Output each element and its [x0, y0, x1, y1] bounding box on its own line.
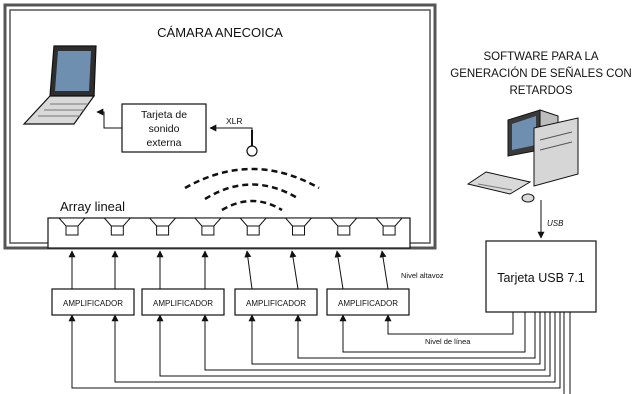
mic-to-soundcard-arrow — [209, 124, 253, 132]
speaker-group — [57, 217, 404, 236]
software-line-2: GENERACIÓN DE SEÑALES CON — [450, 67, 631, 80]
usb-label: USB — [547, 219, 564, 228]
amplifier-1-label: AMPLIFICADOR — [63, 299, 123, 308]
amplifier-4-label: AMPLIFICADOR — [338, 299, 398, 308]
amplifier-1: AMPLIFICADOR — [51, 288, 135, 316]
usb-card-label: Tarjeta USB 7.1 — [497, 271, 585, 285]
speaker-icon — [103, 217, 132, 236]
amplifier-4: AMPLIFICADOR — [326, 288, 410, 316]
amplifier-2-label: AMPLIFICADOR — [153, 299, 213, 308]
line-level-label: Nivel de línea — [425, 337, 471, 346]
software-line-1: SOFTWARE PARA LA — [483, 51, 598, 63]
amplifier-3-label: AMPLIFICADOR — [246, 299, 306, 308]
desktop-computer-icon — [466, 109, 579, 203]
usb-card-box — [485, 240, 597, 313]
software-line-3: RETARDOS — [509, 85, 572, 97]
chamber-title: CÁMARA ANECOICA — [157, 25, 283, 40]
speaker-icon — [148, 217, 177, 236]
amplifier-3: AMPLIFICADOR — [234, 288, 318, 316]
speaker-icon — [239, 217, 268, 236]
speaker-icon — [57, 217, 87, 236]
speaker-level-arrows — [68, 250, 389, 290]
sound-card-line-3: externa — [146, 137, 181, 149]
speaker-icon — [374, 217, 404, 236]
line-level-wires — [68, 312, 571, 394]
soundcard-to-laptop-arrow — [96, 108, 122, 129]
speaker-array-box — [47, 217, 411, 249]
array-label: Array lineal — [60, 199, 125, 214]
speaker-icon — [284, 217, 313, 236]
sound-card-line-1: Tarjeta de — [141, 109, 187, 121]
sound-waves-icon — [184, 167, 320, 212]
microphone-icon — [246, 130, 258, 157]
xlr-label: XLR — [226, 116, 243, 126]
amplifier-2: AMPLIFICADOR — [141, 288, 225, 316]
speaker-icon — [193, 217, 223, 236]
speaker-icon — [329, 217, 358, 236]
laptop-icon — [22, 45, 97, 125]
sound-card-line-2: sonido — [149, 123, 180, 135]
speaker-level-label: Nivel altavoz — [401, 271, 444, 280]
